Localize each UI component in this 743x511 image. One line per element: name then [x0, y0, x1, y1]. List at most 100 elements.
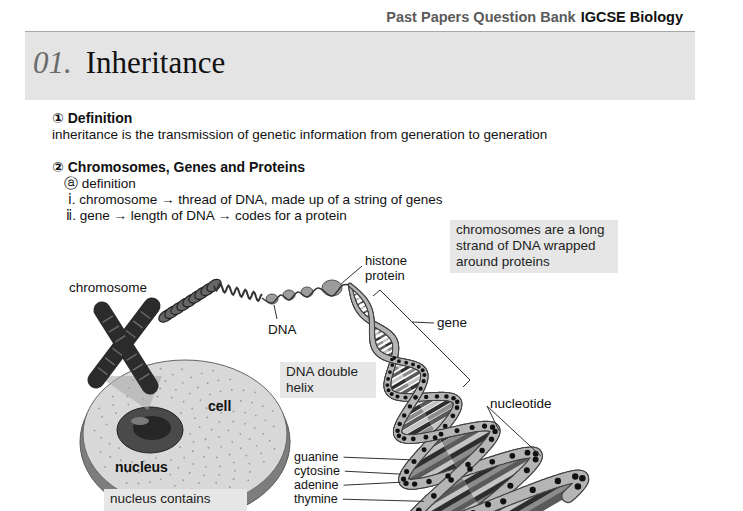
nucleotide-dot — [422, 373, 426, 377]
cell-texture — [239, 433, 241, 435]
chromosome-band — [103, 316, 113, 322]
cell-texture — [191, 377, 193, 379]
cell-texture — [229, 486, 231, 488]
cell-drawing — [80, 360, 290, 511]
base-pair — [413, 395, 417, 399]
nucleotide-dot — [388, 370, 392, 374]
cell-texture — [100, 437, 102, 439]
cell-texture — [216, 457, 218, 459]
nucleotide-dot — [533, 457, 539, 463]
cell-texture — [197, 387, 199, 389]
cell-texture — [169, 474, 171, 476]
cell-texture — [215, 482, 217, 484]
nucleotide-dot — [443, 424, 448, 429]
nucleotide-dot — [403, 395, 407, 399]
cell-texture — [256, 445, 258, 447]
nucleotide-dot — [390, 392, 394, 396]
cell-texture — [249, 438, 251, 440]
base-label: cytosine — [292, 464, 342, 478]
cell-texture — [98, 407, 100, 409]
cell-texture — [138, 483, 140, 485]
nucleotide-dot — [417, 365, 421, 369]
cell-texture — [227, 429, 229, 431]
nucleotide-dot — [408, 404, 412, 408]
cell-texture — [207, 382, 209, 384]
cell-texture — [180, 412, 182, 414]
cell-texture — [269, 440, 271, 442]
cell-texture — [109, 443, 111, 445]
cell-texture — [155, 457, 157, 459]
chromosome-band — [109, 326, 119, 332]
nucleotide-dot — [579, 475, 585, 481]
cell-texture — [175, 389, 177, 391]
cell-texture — [255, 415, 257, 417]
note-text: DNA double helix — [286, 364, 370, 396]
leader-lines — [274, 266, 541, 501]
nucleotide-dot — [492, 429, 497, 434]
cell-texture — [189, 472, 191, 474]
nucleotide-dot — [397, 422, 401, 426]
cell-texture — [160, 478, 162, 480]
note-box: chromosomes are a long strand of DNA wra… — [450, 220, 618, 273]
leader-line — [341, 266, 362, 284]
note-box: nucleus contains — [104, 489, 247, 511]
base-label: thymine — [292, 492, 340, 506]
cell-texture — [207, 447, 209, 449]
nucleotide-dot — [395, 429, 400, 434]
cell-texture — [249, 471, 251, 473]
cell-texture — [189, 433, 191, 435]
cell-texture — [262, 405, 264, 407]
base-pair — [476, 470, 527, 500]
chromosome-band — [115, 336, 125, 342]
chromosome-band — [112, 348, 122, 355]
nucleotide-dot — [450, 413, 455, 418]
cell-texture — [109, 456, 111, 458]
note-text: nucleus contains — [110, 491, 241, 507]
base-pair — [414, 395, 418, 399]
cell-texture — [183, 401, 185, 403]
nucleotide-dot — [419, 387, 423, 391]
backbone-outline — [350, 285, 582, 511]
bracket-line — [373, 290, 470, 387]
nucleotide-dot — [500, 498, 506, 504]
cell-texture — [170, 459, 172, 461]
section-heading: ① Definition — [52, 110, 132, 126]
cell-texture — [174, 485, 176, 487]
cell-texture — [160, 368, 162, 370]
nucleotide-dot — [416, 508, 422, 511]
cell-texture — [203, 475, 205, 477]
chromosome-band — [98, 367, 108, 374]
cell-texture — [233, 462, 235, 464]
cell-texture — [182, 479, 184, 481]
nucleotide-dot — [489, 437, 494, 442]
cell-texture — [273, 425, 275, 427]
cell-texture — [232, 421, 234, 423]
nucleotide-dot — [572, 473, 578, 479]
nucleotide-dot — [509, 453, 515, 459]
cell-texture — [159, 388, 161, 390]
dna-helix — [350, 285, 586, 511]
cell-texture — [260, 452, 262, 454]
cell-texture — [199, 399, 201, 401]
cell-texture — [233, 411, 235, 413]
nucleotide-dot — [404, 469, 409, 474]
nucleotide-dot — [386, 377, 390, 381]
cell-texture — [199, 426, 201, 428]
cell-texture — [220, 446, 222, 448]
chromosome-band — [140, 311, 150, 318]
cell-texture — [157, 396, 159, 398]
chromosome-arm — [96, 306, 152, 380]
chromosome-band — [133, 321, 143, 328]
base-pair — [473, 459, 536, 495]
nucleotide-dot — [424, 395, 428, 399]
nucleotide-dot — [422, 447, 427, 452]
cell-texture — [212, 370, 214, 372]
title-band: 01.Inheritance — [25, 31, 695, 100]
nucleotide-dot — [431, 493, 437, 499]
gene-bracket — [373, 290, 470, 387]
cell-texture — [126, 482, 128, 484]
cell-texture — [112, 404, 114, 406]
nucleotide-dot — [455, 405, 460, 410]
cell-texture — [101, 416, 103, 418]
chromosome-band — [139, 374, 149, 380]
